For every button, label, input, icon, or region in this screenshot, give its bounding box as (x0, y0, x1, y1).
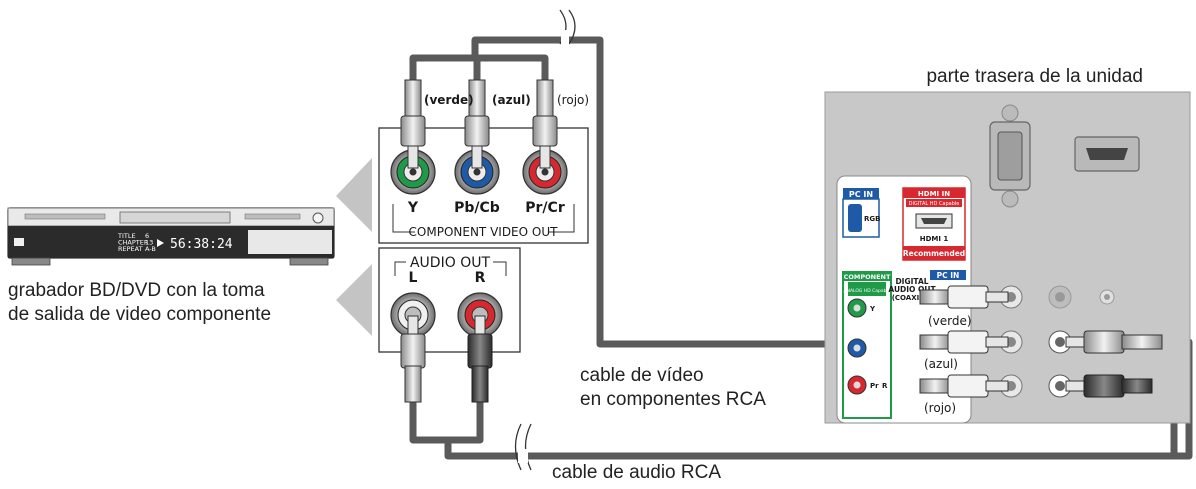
plug-green (400, 79, 426, 169)
display-label-chapter: CHAPTER (118, 239, 149, 247)
rear-audio-plug-black (1065, 374, 1153, 398)
jack-label-pb: Pb/Cb (454, 200, 500, 216)
component-in-label: COMPONENT (844, 273, 891, 281)
digital-audio-out-block: DIGITAL AUDIO OUT (COAXIAL) (888, 277, 936, 302)
digital-audio-line3: (COAXIAL) (892, 294, 933, 302)
play-icon (157, 239, 164, 247)
plug-red (532, 79, 558, 169)
audio-cable-caption: cable de audio RCA (552, 462, 721, 483)
jack-label-pr: Pr/Cr (525, 200, 565, 216)
pc-in-label: PC IN (849, 190, 873, 199)
jack-label-y: Y (407, 200, 419, 216)
jack-y (390, 149, 436, 195)
vga-connector (989, 104, 1031, 208)
cable-break-bottom (514, 423, 532, 471)
dvd-caption-line1: grabador BD/DVD con la toma (8, 280, 265, 301)
pc-in-audio-label: PC IN (937, 271, 960, 280)
plug-color-green: (verde) (424, 93, 474, 107)
hdmi-in-block: HDMI IN DIGITAL HD Capable HDMI 1 Recomm… (902, 187, 966, 261)
audio-plug-black (467, 315, 493, 403)
display-label-title: TITLE (117, 232, 136, 240)
rear-plug-color-red: (rojo) (924, 401, 956, 415)
display-time: 56:38:24 (170, 237, 233, 252)
recommended-label: Recommended (903, 249, 965, 258)
audio-out-title: AUDIO OUT (410, 255, 490, 271)
component-y-label: Y (869, 305, 876, 313)
display-value-repeat: A-B (145, 245, 156, 253)
jack-pr (522, 149, 568, 195)
digital-audio-line1: DIGITAL (895, 277, 928, 286)
display-label-repeat: REPEAT (118, 245, 143, 253)
rear-plug-green (919, 285, 1009, 309)
plug-color-red: (rojo) (557, 93, 589, 107)
audio-out-panel: AUDIO OUT L R (378, 247, 521, 403)
video-cable-caption-line2: en componentes RCA (580, 389, 766, 410)
dvd-display: TITLE CHAPTER REPEAT 6 13 A-B 56:38:24 (117, 232, 233, 253)
rear-panel: PC IN RGB HDMI IN DIGITAL HD Capable HDM… (824, 91, 1191, 424)
component-video-out-title: COMPONENT VIDEO OUT (409, 225, 559, 239)
rear-plug-color-green: (verde) (928, 314, 972, 328)
rear-audio-plug-white (1065, 330, 1163, 354)
rear-plug-blue (919, 330, 1009, 354)
rear-plug-red (919, 374, 1009, 398)
hdmi-connector (1074, 136, 1140, 172)
audio-jack-label-r: R (475, 270, 486, 286)
audio-jack-l (390, 292, 436, 338)
pointer-triangle-audio (336, 264, 372, 336)
digital-audio-line2: AUDIO OUT (888, 285, 936, 294)
component-video-cable (409, 36, 935, 348)
audio-jack-label-l: L (409, 270, 418, 286)
hdmi-capable-label: DIGITAL HD Capable (909, 201, 960, 207)
plug-blue (464, 79, 490, 169)
video-cable-caption-line1: cable de vídeo (580, 365, 704, 386)
rear-panel-caption: parte trasera de la unidad (926, 66, 1143, 87)
component-in-block: COMPONENT ANALOG HD Capable Y Pr R (842, 271, 892, 419)
jack-pb (454, 149, 500, 195)
audio-r-label: R (882, 382, 888, 390)
plug-color-blue: (azul) (492, 93, 531, 107)
rear-plug-color-blue: (azul) (924, 357, 958, 371)
hdmi1-label: HDMI 1 (920, 235, 949, 243)
dvd-caption-line2: de salida de video componente (8, 304, 271, 325)
dvd-recorder: TITLE CHAPTER REPEAT 6 13 A-B 56:38:24 (7, 207, 335, 266)
display-value-title: 6 (145, 232, 149, 240)
hdmi-in-label: HDMI IN (918, 190, 950, 198)
component-video-panel: (verde) (azul) (rojo) Y Pb/Cb Pr/Cr COMP… (378, 79, 589, 244)
display-value-chapter: 13 (145, 239, 153, 247)
pc-in-block: PC IN RGB (842, 188, 880, 238)
rgb-label: RGB (864, 215, 880, 223)
component-in-sublabel: ANALOG HD Capable (844, 288, 891, 294)
pointer-triangle-video (336, 158, 372, 232)
audio-plug-white (400, 315, 426, 403)
component-pr-label: Pr (870, 382, 879, 390)
